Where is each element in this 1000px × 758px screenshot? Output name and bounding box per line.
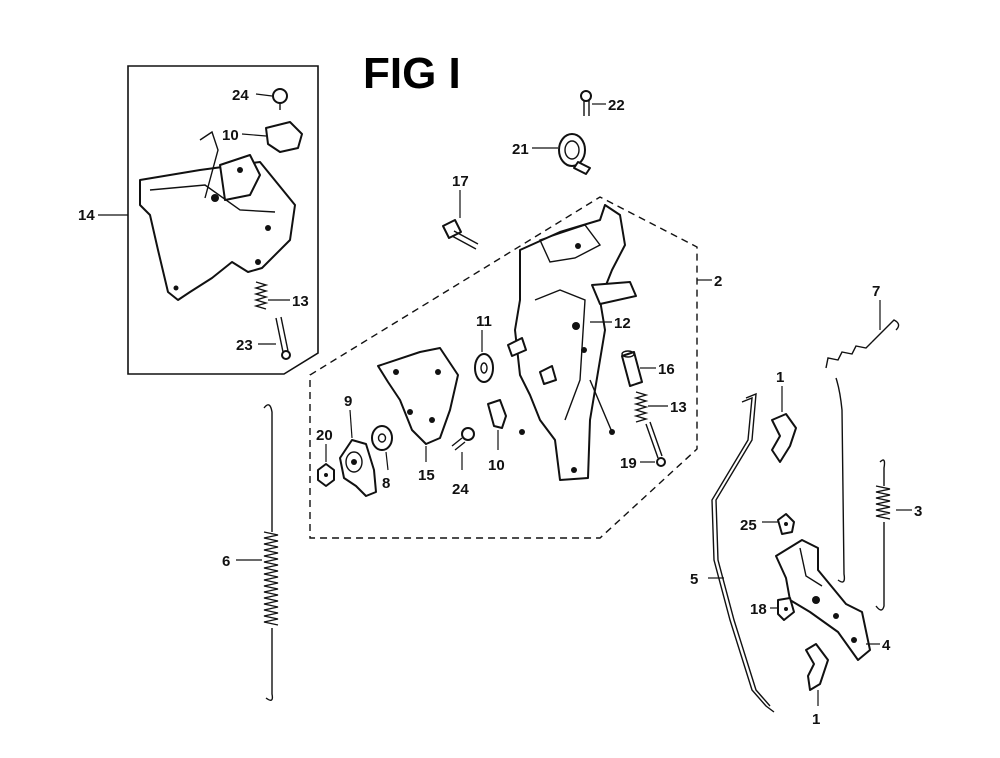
clip-part-10 (265, 121, 303, 153)
spring-part-3 (875, 459, 891, 611)
callout-22: 22 (608, 97, 625, 114)
callout-11: 11 (476, 313, 492, 330)
callout-14: 14 (78, 207, 95, 224)
clip-part-1-top (771, 413, 797, 463)
nut-part-20 (317, 463, 335, 487)
lever-part-9 (339, 439, 377, 497)
callout-24-top: 24 (232, 87, 249, 104)
control-plate (507, 204, 637, 481)
callout-12: 12 (614, 315, 631, 332)
link-plate-part-15 (377, 347, 459, 445)
spring-part-13 (253, 281, 269, 310)
screw-part-18 (777, 597, 795, 621)
callout-17: 17 (452, 173, 469, 190)
washer-part-8 (371, 425, 393, 451)
callout-5: 5 (690, 571, 698, 588)
callout-1-bottom: 1 (812, 711, 820, 728)
spring-rod-part-6 (263, 404, 279, 701)
pin-part-16 (621, 350, 643, 387)
nut-part-25 (777, 513, 795, 535)
assembly-box-14 (127, 65, 319, 375)
spring-part-13-b (633, 391, 649, 423)
callout-9: 9 (344, 393, 352, 410)
callout-2: 2 (714, 273, 722, 290)
callout-20: 20 (316, 427, 333, 444)
callout-7: 7 (872, 283, 880, 300)
callout-3: 3 (914, 503, 922, 520)
washer-part-11 (474, 353, 494, 383)
rod-part-5 (711, 392, 775, 713)
bolt-part-17 (442, 219, 479, 250)
callout-8: 8 (382, 475, 390, 492)
bracket-part-14 (139, 130, 296, 301)
clamp-part-21 (558, 133, 591, 175)
callout-25: 25 (740, 517, 757, 534)
callout-16: 16 (658, 361, 675, 378)
clip-part-1-bottom (805, 643, 829, 691)
figure-title: FIG I (363, 49, 461, 98)
bolt-part-24 (451, 427, 475, 451)
callout-6: 6 (222, 553, 230, 570)
callout-10-top: 10 (222, 127, 239, 144)
callout-21: 21 (512, 141, 529, 158)
callout-15: 15 (418, 467, 435, 484)
callout-4: 4 (882, 637, 891, 654)
callout-13-right: 13 (670, 399, 687, 416)
screw-part-19 (645, 421, 666, 467)
callout-10-mid: 10 (488, 457, 505, 474)
callout-19: 19 (620, 455, 637, 472)
cable-part-7 (825, 319, 900, 583)
nut-part-24 (272, 88, 288, 110)
callout-18: 18 (750, 601, 767, 618)
assembly-box-2 (309, 196, 698, 539)
callout-23: 23 (236, 337, 253, 354)
callout-24-mid: 24 (452, 481, 469, 498)
screw-part-23 (275, 316, 291, 360)
callout-1-top: 1 (776, 369, 784, 386)
clip-part-10-b (487, 399, 507, 429)
callout-13-left: 13 (292, 293, 309, 310)
screw-part-22 (580, 90, 592, 116)
